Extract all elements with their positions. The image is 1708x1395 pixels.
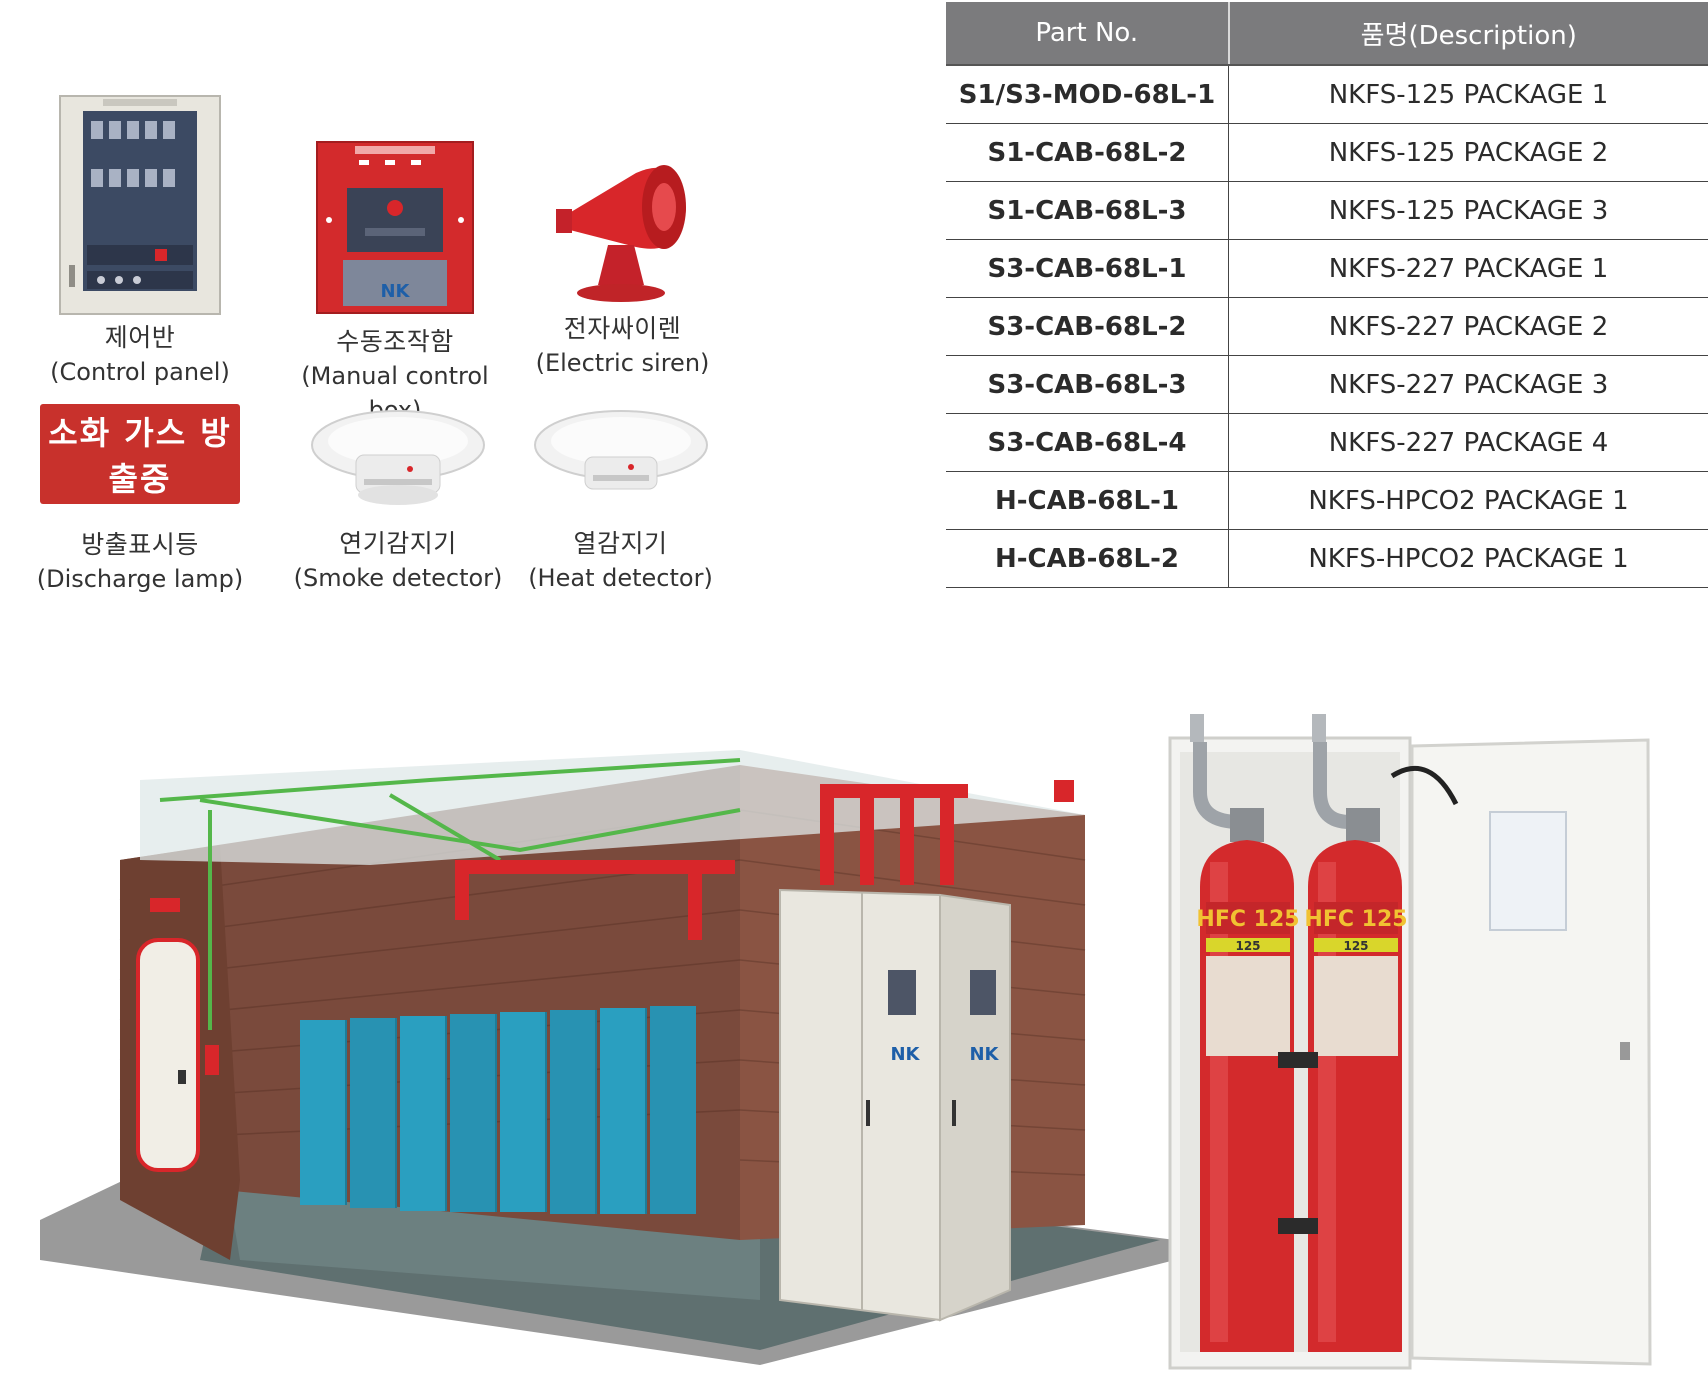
discharge-lamp-label-ko: 방출표시등 bbox=[81, 530, 199, 559]
product-heat-detector: 열감지기 (Heat detector) bbox=[518, 405, 723, 595]
part-no-cell: S3-CAB-68L-2 bbox=[946, 297, 1229, 356]
discharge-lamp-label-en: (Discharge lamp) bbox=[36, 565, 244, 593]
product-discharge-lamp: 소화 가스 방출중 방출표시등 (Discharge lamp) bbox=[30, 404, 250, 596]
discharge-lamp-sign: 소화 가스 방출중 bbox=[40, 404, 240, 504]
part-no-cell: S1-CAB-68L-2 bbox=[946, 123, 1229, 182]
electric-siren-label-en: (Electric siren) bbox=[535, 349, 710, 377]
control-panel-image bbox=[59, 95, 221, 315]
part-no-cell: H-CAB-68L-2 bbox=[946, 529, 1229, 588]
heat-detector-label-ko: 열감지기 bbox=[573, 529, 668, 558]
control-panel-label-ko: 제어반 bbox=[104, 323, 176, 352]
description-cell: NKFS-HPCO2 PACKAGE 1 bbox=[1228, 471, 1708, 530]
product-manual-control-box: NK 수동조작함 (Manual control box) bbox=[280, 140, 510, 427]
part-no-cell: S3-CAB-68L-3 bbox=[946, 355, 1229, 414]
manual-control-box-image: NK bbox=[316, 141, 474, 314]
header-description: 품명(Description) bbox=[1228, 2, 1708, 66]
header-part-no: Part No. bbox=[946, 2, 1230, 66]
server-room-illustration: NK NK bbox=[40, 750, 1175, 1365]
gas-cylinders: HFC 125 HFC 125 125 125 bbox=[1196, 840, 1408, 1352]
part-no-cell: S1/S3-MOD-68L-1 bbox=[946, 65, 1229, 124]
server-racks bbox=[300, 1006, 696, 1214]
product-smoke-detector: 연기감지기 (Smoke detector) bbox=[293, 405, 503, 595]
smoke-detector-icon bbox=[311, 410, 485, 505]
product-electric-siren: 전자싸이렌 (Electric siren) bbox=[535, 145, 710, 380]
cabinet-logo-text: NK bbox=[969, 1044, 999, 1065]
cylinder-cabinet-photo: HFC 125 HFC 125 125 125 bbox=[1168, 714, 1652, 1370]
smoke-detector-label-ko: 연기감지기 bbox=[339, 529, 457, 558]
cylinder-label: HFC 125 bbox=[1304, 907, 1407, 932]
part-no-cell: S1-CAB-68L-3 bbox=[946, 181, 1229, 240]
description-cell: NKFS-227 PACKAGE 3 bbox=[1228, 355, 1708, 414]
discharge-lamp-sign-text: 소화 가스 방출중 bbox=[48, 414, 232, 498]
cylinder-sub-label: 125 bbox=[1343, 939, 1368, 953]
description-cell: NKFS-227 PACKAGE 2 bbox=[1228, 297, 1708, 356]
control-panel-label-en: (Control panel) bbox=[50, 358, 230, 386]
part-no-cell: S3-CAB-68L-1 bbox=[946, 239, 1229, 298]
product-control-panel: 제어반 (Control panel) bbox=[40, 95, 240, 389]
cylinder-label: HFC 125 bbox=[1196, 907, 1299, 932]
cabinet-logo-text: NK bbox=[890, 1044, 920, 1065]
description-cell: NKFS-HPCO2 PACKAGE 1 bbox=[1228, 529, 1708, 588]
siren-icon bbox=[555, 165, 686, 302]
part-number-table: Part No. 품명(Description) S1/S3-MOD-68L-1… bbox=[946, 2, 1708, 588]
smoke-detector-label-en: (Smoke detector) bbox=[293, 564, 503, 592]
heat-detector-label-en: (Heat detector) bbox=[528, 564, 713, 592]
description-cell: NKFS-125 PACKAGE 1 bbox=[1228, 65, 1708, 124]
description-cell: NKFS-125 PACKAGE 3 bbox=[1228, 181, 1708, 240]
part-no-cell: H-CAB-68L-1 bbox=[946, 471, 1229, 530]
part-no-cell: S3-CAB-68L-4 bbox=[946, 413, 1229, 472]
description-cell: NKFS-227 PACKAGE 4 bbox=[1228, 413, 1708, 472]
manual-control-box-label-ko: 수동조작함 bbox=[336, 327, 454, 356]
table-header-row: Part No. 품명(Description) bbox=[946, 2, 1708, 66]
brand-logo-text: NK bbox=[380, 281, 410, 302]
heat-detector-icon bbox=[533, 410, 708, 490]
description-cell: NKFS-125 PACKAGE 2 bbox=[1228, 123, 1708, 182]
description-cell: NKFS-227 PACKAGE 1 bbox=[1228, 239, 1708, 298]
electric-siren-label-ko: 전자싸이렌 bbox=[563, 314, 682, 343]
extinguisher-cabinets: NK NK bbox=[779, 888, 1011, 1322]
cylinder-sub-label: 125 bbox=[1235, 939, 1260, 953]
